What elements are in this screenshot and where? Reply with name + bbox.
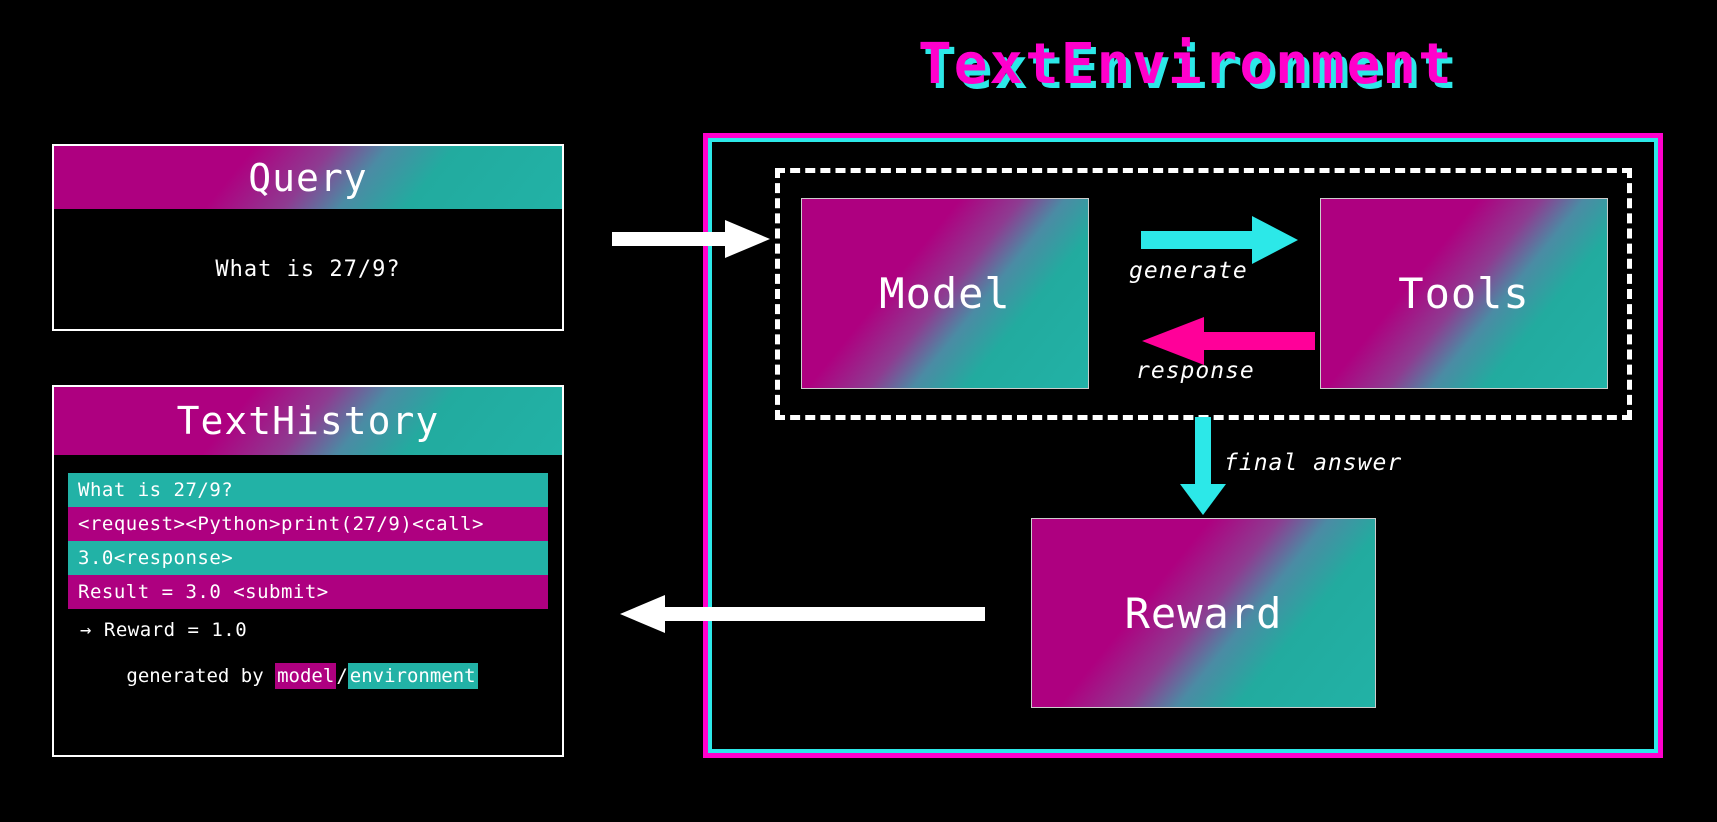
response-arrow-label: response — [1136, 358, 1255, 384]
model-box: Model — [801, 198, 1089, 389]
text-history-panel-header: TextHistory — [54, 387, 562, 455]
generate-arrow-label: generate — [1129, 258, 1248, 284]
reward-line: → Reward = 1.0 — [80, 619, 248, 641]
legend-environment-tag: environment — [347, 663, 478, 689]
text-history-rows: What is 27/9? <request><Python>print(27/… — [54, 455, 562, 689]
list-item: <request><Python>print(27/9)<call> — [68, 507, 548, 541]
list-item: Result = 3.0 <submit> — [68, 575, 548, 609]
page-title: TextEnvironment — [918, 32, 1454, 97]
text-history-panel: TextHistory What is 27/9? <request><Pyth… — [52, 385, 564, 757]
legend-separator: / — [336, 665, 348, 687]
query-panel-header: Query — [54, 146, 562, 209]
query-panel: Query What is 27/9? — [52, 144, 564, 331]
legend-model-tag: model — [275, 663, 337, 689]
list-item: What is 27/9? — [68, 473, 548, 507]
query-panel-text: What is 27/9? — [215, 256, 401, 282]
legend-prefix: generated by — [126, 665, 276, 687]
reward-box: Reward — [1031, 518, 1376, 708]
list-item: 3.0<response> — [68, 541, 548, 575]
final-answer-arrow-label: final answer — [1224, 450, 1403, 476]
tools-box: Tools — [1320, 198, 1608, 389]
history-legend: generated by model/environment — [68, 663, 548, 689]
